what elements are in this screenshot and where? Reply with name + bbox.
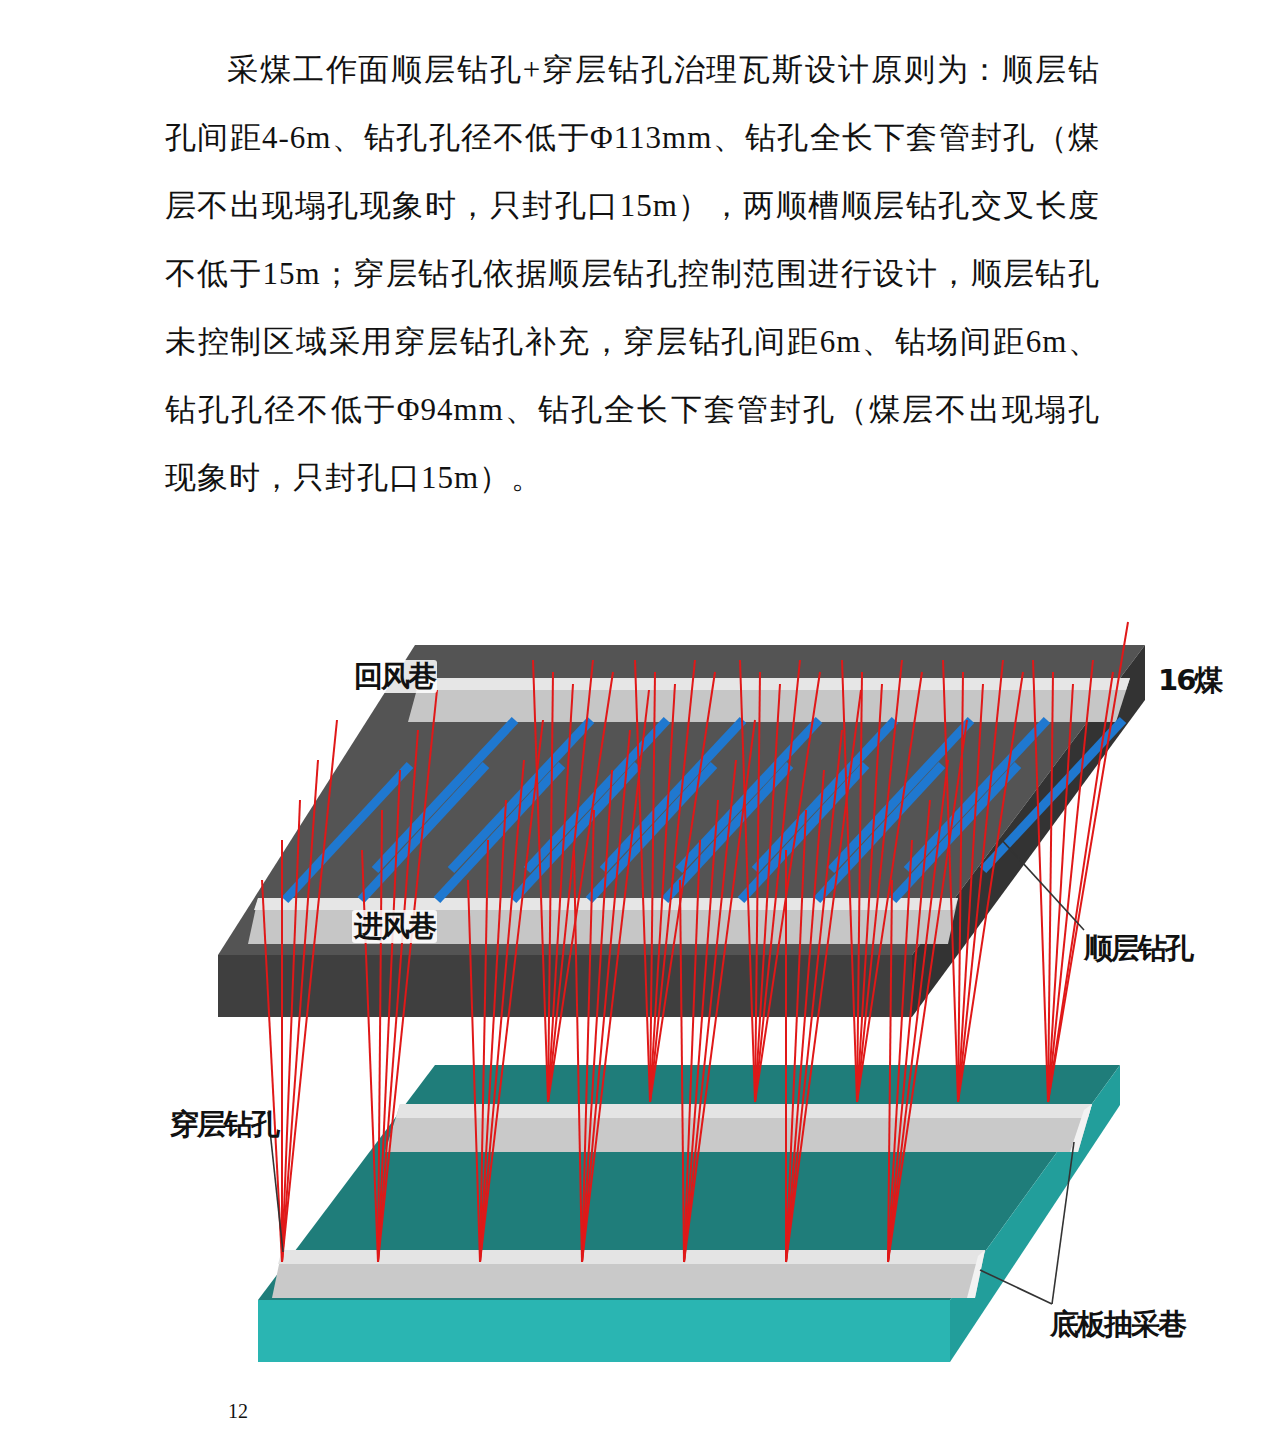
- leader-line: [268, 838, 1084, 1304]
- cross-borehole: [468, 880, 480, 1262]
- cross-borehole: [548, 672, 613, 1102]
- cross-borehole: [480, 800, 506, 1262]
- cross-borehole: [857, 672, 922, 1102]
- cross-borehole: [548, 660, 593, 1102]
- roadway-label: 进风巷: [352, 910, 437, 943]
- cross-borehole: [582, 730, 630, 1262]
- cross-borehole: [262, 880, 282, 1262]
- seam-borehole: [437, 765, 562, 900]
- cross-borehole: [888, 840, 912, 1262]
- cross-borehole: [650, 672, 715, 1102]
- body-paragraph: 采煤工作面顺层钻孔+穿层钻孔治理瓦斯设计原则为：顺层钻孔间距4-6m、钻孔孔径不…: [165, 36, 1100, 512]
- cross-borehole: [533, 660, 548, 1102]
- cross-borehole: [684, 760, 736, 1262]
- cross-borehole: [282, 760, 318, 1262]
- roadway-label: 底板抽采巷: [1048, 1308, 1187, 1341]
- cross-borehole: [785, 850, 787, 1262]
- cross-borehole: [635, 660, 650, 1102]
- borehole-label: 穿层钻孔: [168, 1108, 280, 1141]
- cross-borehole: [684, 800, 718, 1262]
- cross-borehole: [680, 880, 684, 1262]
- cross-borehole: [281, 840, 283, 1262]
- seam-label: 16煤: [1156, 664, 1223, 697]
- seam-borehole: [527, 720, 667, 870]
- cross-borehole: [378, 730, 418, 1262]
- cross-borehole: [480, 720, 543, 1262]
- cross-borehole: [755, 660, 800, 1102]
- borehole-label: 顺层钻孔: [1082, 932, 1194, 965]
- cross-borehole: [282, 720, 337, 1262]
- cross-borehole: [958, 660, 1003, 1102]
- cross-borehole: [1048, 622, 1128, 1102]
- cross-borehole: [786, 730, 842, 1262]
- cross-borehole: [958, 672, 1023, 1102]
- cross-borehole: [574, 850, 582, 1262]
- cross-borehole: [857, 660, 902, 1102]
- cross-borehole: [378, 690, 437, 1262]
- cross-borehole: [650, 660, 695, 1102]
- roadway-label: 回风巷: [352, 660, 437, 693]
- cross-borehole: [1048, 660, 1093, 1102]
- cross-borehole: [943, 660, 958, 1102]
- cross-borehole: [755, 672, 820, 1102]
- seam-borehole: [285, 765, 410, 900]
- seam-borehole: [361, 765, 486, 900]
- cross-borehole: [262, 622, 1128, 1262]
- cross-borehole: [480, 760, 524, 1262]
- cross-borehole: [1033, 660, 1048, 1102]
- page-number: 12: [228, 1400, 248, 1423]
- cross-borehole: [740, 660, 755, 1102]
- cross-borehole: [786, 690, 861, 1262]
- cross-borehole: [888, 800, 930, 1262]
- cross-borehole: [842, 660, 857, 1102]
- cross-borehole: [282, 800, 300, 1262]
